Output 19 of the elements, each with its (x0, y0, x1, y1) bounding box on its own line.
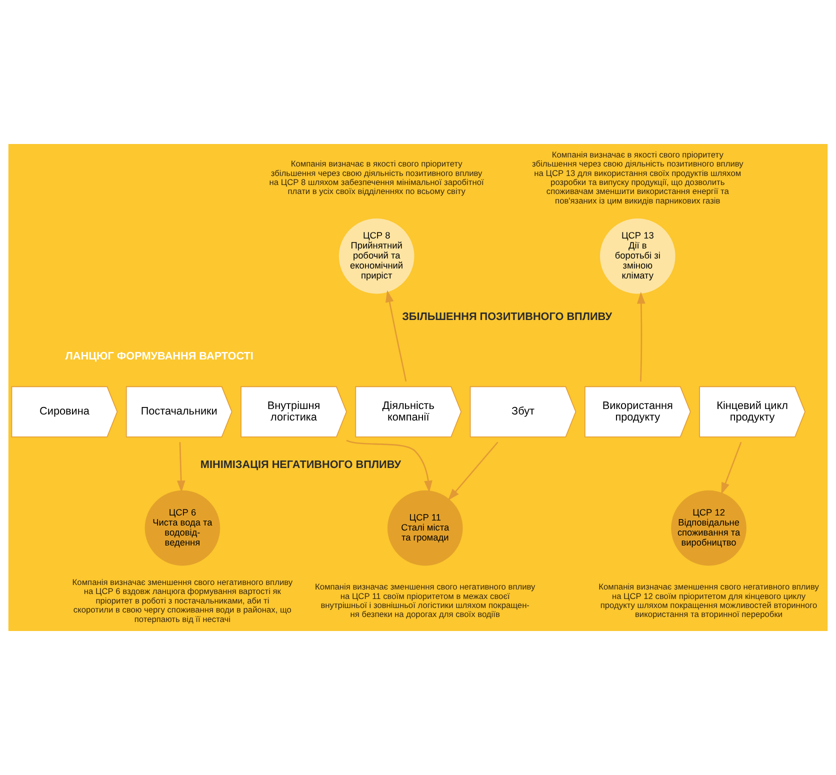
arrow (448, 442, 498, 501)
arrow (721, 442, 742, 494)
node-circle: ЦСР 8 Прийнятний робочий та економічний приріст (338, 218, 414, 294)
node-circle: ЦСР 6 Чиста вода та водовід-ведення (144, 490, 220, 566)
node-label: Компанія визначає зменшення свого негативного впливу на ЦСР 11 своїм пріоритетом в межах своєї внутрішньої і зовнішньої логістики шляхом покращен-ня безпеки на дорогах для своїх водіїв (314, 582, 536, 620)
node-label: Компанія визначає зменшення свого негативного впливу на ЦСР 12 своїм пріоритетом для кінцевого циклу продукту шляхом покращення можливостей вторинного використання та вторинної переробки (598, 582, 819, 620)
node-circle: ЦСР 12 Відповідальне споживання та виробництво (671, 490, 746, 566)
node-circle: ЦСР 11 Сталі міста та громади (387, 490, 463, 566)
node-circle: ЦСР 13 Дії в боротьбі зі зміною клімату (600, 218, 676, 294)
arrow (636, 292, 646, 382)
arrow (346, 440, 432, 493)
node-label: Компанія визначає в якості свого пріоритету збільшення через свою діяльність позитивного впливу на ЦСР 13 для використання своїх продуктів шляхом розробки та випуску продукції, що дозволить споживачам зменшити використання енергії та пов'язаних із цим викидів парникових газів (532, 149, 744, 206)
arrow (176, 442, 186, 492)
node-label: Компанія визначає зменшення свого негативного впливу на ЦСР 6 вздовж ланцюга формування вартості як пріоритет в роботі з постачальниками, аби ті скоротили в свою чергу споживання води в районах, що потерпають від її нестачі (72, 576, 293, 624)
node-label: Компанія визначає в якості свого пріоритету збільшення через свою діяльність позитивного впливу на ЦСР 8 шляхом забезпечення мінімальної заробітної плати в усіх своїх відділеннях по всьому світу (269, 158, 484, 196)
arrow (386, 290, 407, 382)
label: МІНІМІЗАЦІЯ НЕГАТИВНОГО ВПЛИВУ (200, 459, 402, 472)
label: ЗБІЛЬШЕННЯ ПОЗИТИВНОГО ВПЛИВУ (402, 311, 612, 324)
label: ЛАНЦЮГ ФОРМУВАННЯ ВАРТОСТІ (65, 350, 254, 362)
